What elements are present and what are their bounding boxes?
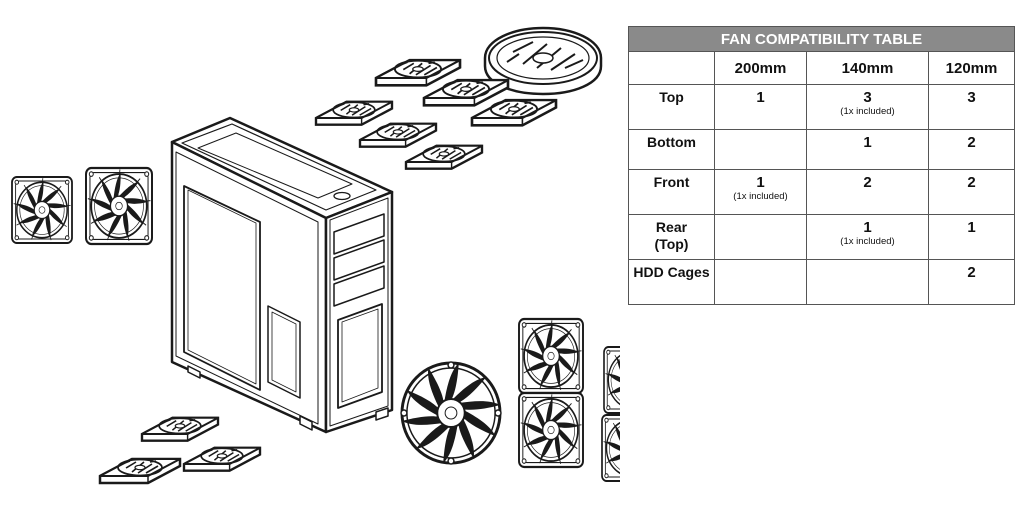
cell-140mm: 1(1x included)	[806, 214, 929, 260]
hdd-cage-fan-icon	[601, 346, 620, 482]
cell-200mm: 1	[714, 84, 807, 130]
cell-140mm: 1	[806, 129, 929, 170]
header-blank	[628, 51, 715, 85]
pc-case-icon	[170, 116, 394, 434]
header-200mm: 200mm	[714, 51, 807, 85]
row-label: Bottom	[628, 129, 715, 170]
front-200mm-fan-icon	[399, 360, 503, 466]
table-row: Top 1 3(1x included) 3	[628, 84, 1016, 130]
row-label: HDD Cages	[628, 259, 715, 305]
top-120mm-fan-icon	[314, 100, 484, 170]
cell-120mm: 2	[927, 129, 1016, 170]
row-label-text: Rear (Top)	[654, 219, 689, 252]
cell-140mm	[806, 259, 929, 305]
cell-140mm: 3(1x included)	[806, 84, 929, 130]
cell-140mm: 2	[806, 169, 929, 215]
front-140mm-fan-icon	[517, 317, 585, 469]
header-120mm: 120mm	[927, 51, 1016, 85]
cell-120mm: 2	[927, 259, 1016, 305]
bottom-fan-icon	[98, 416, 262, 485]
fan-compatibility-table: FAN COMPATIBILITY TABLE 200mm 140mm 120m…	[627, 26, 1016, 305]
rear-fan-icon	[11, 166, 154, 246]
row-label: Front	[628, 169, 715, 215]
row-label: Top	[628, 84, 715, 130]
cell-200mm: 1(1x included)	[714, 169, 807, 215]
cell-120mm: 2	[927, 169, 1016, 215]
cell-200mm	[714, 214, 807, 260]
case-fan-illustration	[11, 26, 620, 485]
cell-200mm	[714, 259, 807, 305]
header-140mm: 140mm	[806, 51, 929, 85]
table-row: Rear (Top) 1(1x included) 1	[628, 214, 1016, 260]
cell-120mm: 3	[927, 84, 1016, 130]
top-200mm-fan-icon	[483, 26, 603, 96]
cell-200mm	[714, 129, 807, 170]
table-title: FAN COMPATIBILITY TABLE	[627, 26, 1016, 52]
table-row: HDD Cages 2	[628, 259, 1016, 305]
row-label: Rear (Top)	[628, 214, 715, 260]
cell-120mm: 1	[927, 214, 1016, 260]
table-row: Bottom 1 2	[628, 129, 1016, 170]
table-row: Front 1(1x included) 2 2	[628, 169, 1016, 215]
